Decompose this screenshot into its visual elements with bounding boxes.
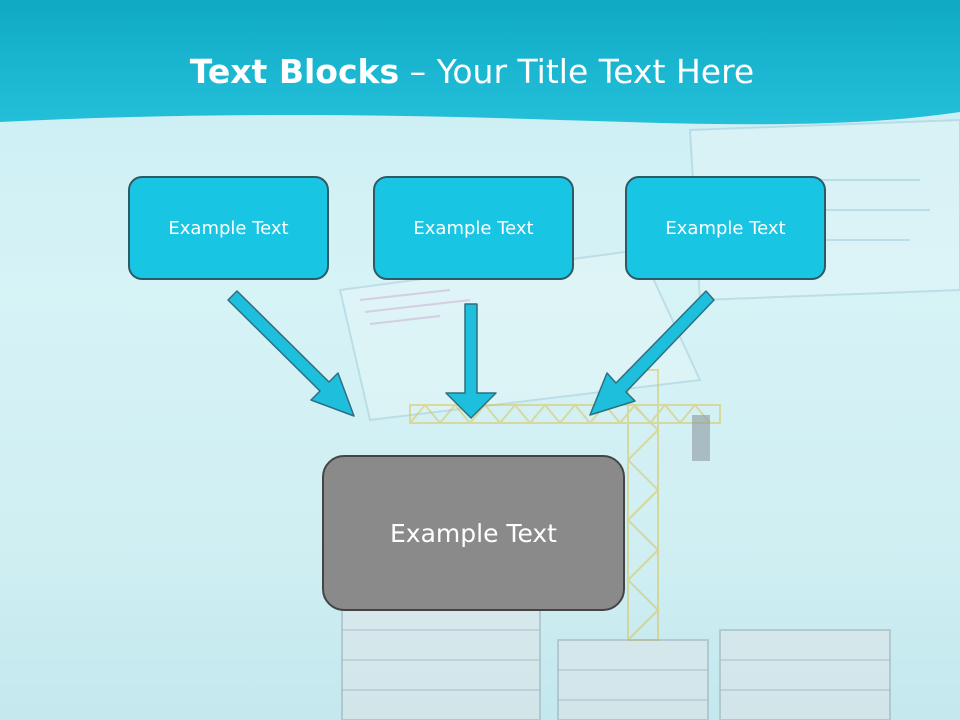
header-band: [0, 0, 960, 125]
text-block-left-label: Example Text: [168, 217, 289, 239]
text-block-left[interactable]: Example Text: [128, 176, 329, 280]
text-block-right[interactable]: Example Text: [625, 176, 826, 280]
title-rest: – Your Title Text Here: [399, 52, 755, 91]
text-block-right-label: Example Text: [665, 217, 786, 239]
title-bold: Text Blocks: [189, 52, 400, 91]
arrow-right-to-center: [589, 290, 715, 416]
text-block-center-label: Example Text: [390, 518, 557, 548]
arrow-left-to-center: [227, 290, 355, 417]
text-block-middle[interactable]: Example Text: [373, 176, 574, 280]
text-block-middle-label: Example Text: [413, 217, 534, 239]
page-title: Text Blocks – Your Title Text Here: [0, 52, 944, 91]
arrow-middle-to-center: [445, 303, 497, 419]
text-block-center[interactable]: Example Text: [322, 455, 625, 611]
